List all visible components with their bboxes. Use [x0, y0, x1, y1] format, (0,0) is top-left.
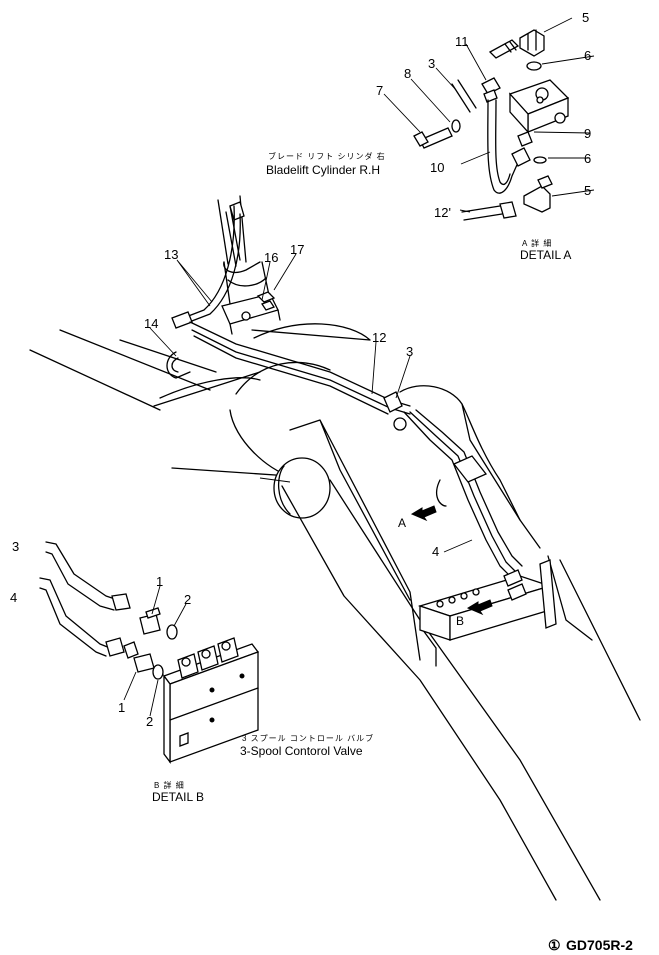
- tube-4-detail-b: [39, 577, 111, 649]
- drawing-code-symbol: ①: [548, 937, 561, 953]
- callout-12: 12: [372, 330, 386, 345]
- adapter-top: [488, 39, 520, 59]
- drawing-code: GD705R-2: [566, 937, 633, 953]
- callout-5-bottom: 5: [584, 183, 591, 198]
- callout-6-top: 6: [584, 48, 591, 63]
- detail-b-assembly: [39, 541, 260, 764]
- callout-13: 13: [164, 247, 178, 262]
- detail-b-label-jp: B 詳 細: [154, 780, 185, 790]
- view-a-label: A: [398, 516, 406, 530]
- callout-1-lower: 1: [118, 700, 125, 715]
- valve-label-jp: 3 スプール コントロール バルブ: [242, 733, 374, 743]
- elbow-fitting-top: [519, 29, 545, 57]
- callout-11: 11: [455, 34, 469, 49]
- cylinder-label-jp: ブレード リフト シリンダ 右: [268, 151, 386, 161]
- callout-17: 17: [290, 242, 304, 257]
- o-ring-top: [526, 61, 542, 71]
- clamp-3: [383, 391, 403, 413]
- cylinder-label: Bladelift Cylinder R.H: [266, 163, 380, 177]
- o-ring-2-upper: [166, 624, 178, 640]
- hose-3-detail-a: [451, 79, 477, 113]
- callout-16: 16: [264, 250, 278, 265]
- callout-3-detail-b: 3: [12, 539, 19, 554]
- callout-7: 7: [376, 83, 383, 98]
- callout-9: 9: [584, 126, 591, 141]
- callout-2-lower: 2: [146, 714, 153, 729]
- tube-3-detail-b: [45, 541, 119, 601]
- callout-1-upper: 1: [156, 574, 163, 589]
- callout-6-bottom: 6: [584, 151, 591, 166]
- callout-10: 10: [430, 160, 444, 175]
- tubes-4: [403, 411, 511, 577]
- callout-8: 8: [404, 66, 411, 81]
- washer-8: [451, 119, 461, 133]
- callout-3-view: 3: [406, 344, 413, 359]
- hose-12-prime: [461, 205, 503, 221]
- view-b-arrow: [466, 599, 493, 616]
- fitting-11: [481, 77, 501, 95]
- callout-12-prime: 12': [434, 205, 451, 220]
- detail-a-assembly: [383, 17, 595, 221]
- callout-2-upper: 2: [184, 592, 191, 607]
- callout-14: 14: [144, 316, 158, 331]
- detail-a-label-jp: A 詳 細: [522, 238, 552, 248]
- view-b-label: B: [456, 614, 464, 628]
- main-frame-view: [29, 195, 641, 901]
- elbow-fitting-bottom: [523, 185, 551, 213]
- hose-10: [487, 99, 521, 194]
- hub: [273, 457, 331, 519]
- u-bolt-14: [166, 351, 191, 379]
- lift-arm: [289, 419, 421, 661]
- o-ring-2-lower: [152, 664, 164, 680]
- callout-3-detail-a: 3: [428, 56, 435, 71]
- o-ring-bottom: [533, 156, 547, 164]
- hoses-13: [177, 205, 235, 321]
- detail-b-label: DETAIL B: [152, 790, 204, 804]
- view-a-arrow: [410, 505, 437, 522]
- tee-block-view-a: [452, 455, 488, 483]
- fitting-9: [511, 147, 531, 167]
- callout-5-top: 5: [582, 10, 589, 25]
- callout-4-detail-b: 4: [10, 590, 17, 605]
- callout-4-view: 4: [432, 544, 439, 559]
- detail-a-label: DETAIL A: [520, 248, 571, 262]
- valve-label: 3-Spool Contorol Valve: [240, 744, 363, 758]
- adapter-1-lower: [133, 653, 155, 673]
- frame-outline: [29, 329, 217, 411]
